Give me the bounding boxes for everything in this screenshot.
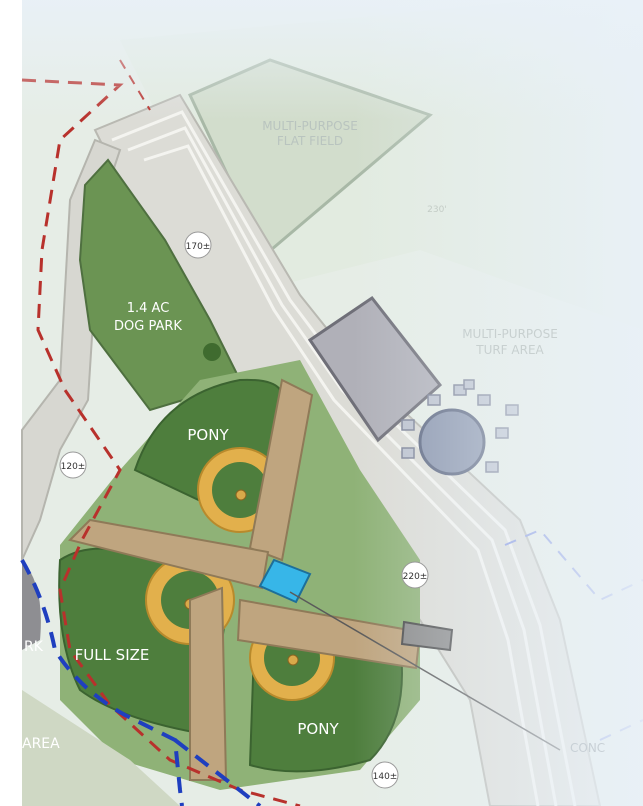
svg-text:170±: 170± xyxy=(186,242,211,252)
fade-top xyxy=(22,0,643,120)
svg-text:220±: 220± xyxy=(403,572,428,582)
pony-bottom-label: PONY xyxy=(297,720,339,738)
park-partial-label: RK xyxy=(24,639,44,655)
distance-marker-140: 140± xyxy=(371,761,399,789)
pony-top-label: PONY xyxy=(187,426,229,444)
distance-marker-120: 120± xyxy=(59,451,87,479)
multi-flat-label-1: MULTI-PURPOSE xyxy=(262,119,358,133)
multi-turf-label-2: TURF AREA xyxy=(475,343,544,357)
dog-park-label-1: 1.4 AC xyxy=(127,301,170,316)
concession-partial-label: CONC xyxy=(570,741,605,755)
distance-marker-220: 220± xyxy=(401,561,429,589)
full-size-label: FULL SIZE xyxy=(75,646,150,664)
svg-text:140±: 140± xyxy=(373,772,398,782)
area-partial-label: AREA xyxy=(22,736,60,752)
distance-marker-170: 170± xyxy=(184,231,212,259)
multi-turf-label-1: MULTI-PURPOSE xyxy=(462,327,558,341)
svg-text:120±: 120± xyxy=(61,462,86,472)
dog-park-label-2: DOG PARK xyxy=(114,319,182,334)
multi-flat-label-2: FLAT FIELD xyxy=(277,134,343,148)
faint-distance-label: 230' xyxy=(427,205,447,215)
